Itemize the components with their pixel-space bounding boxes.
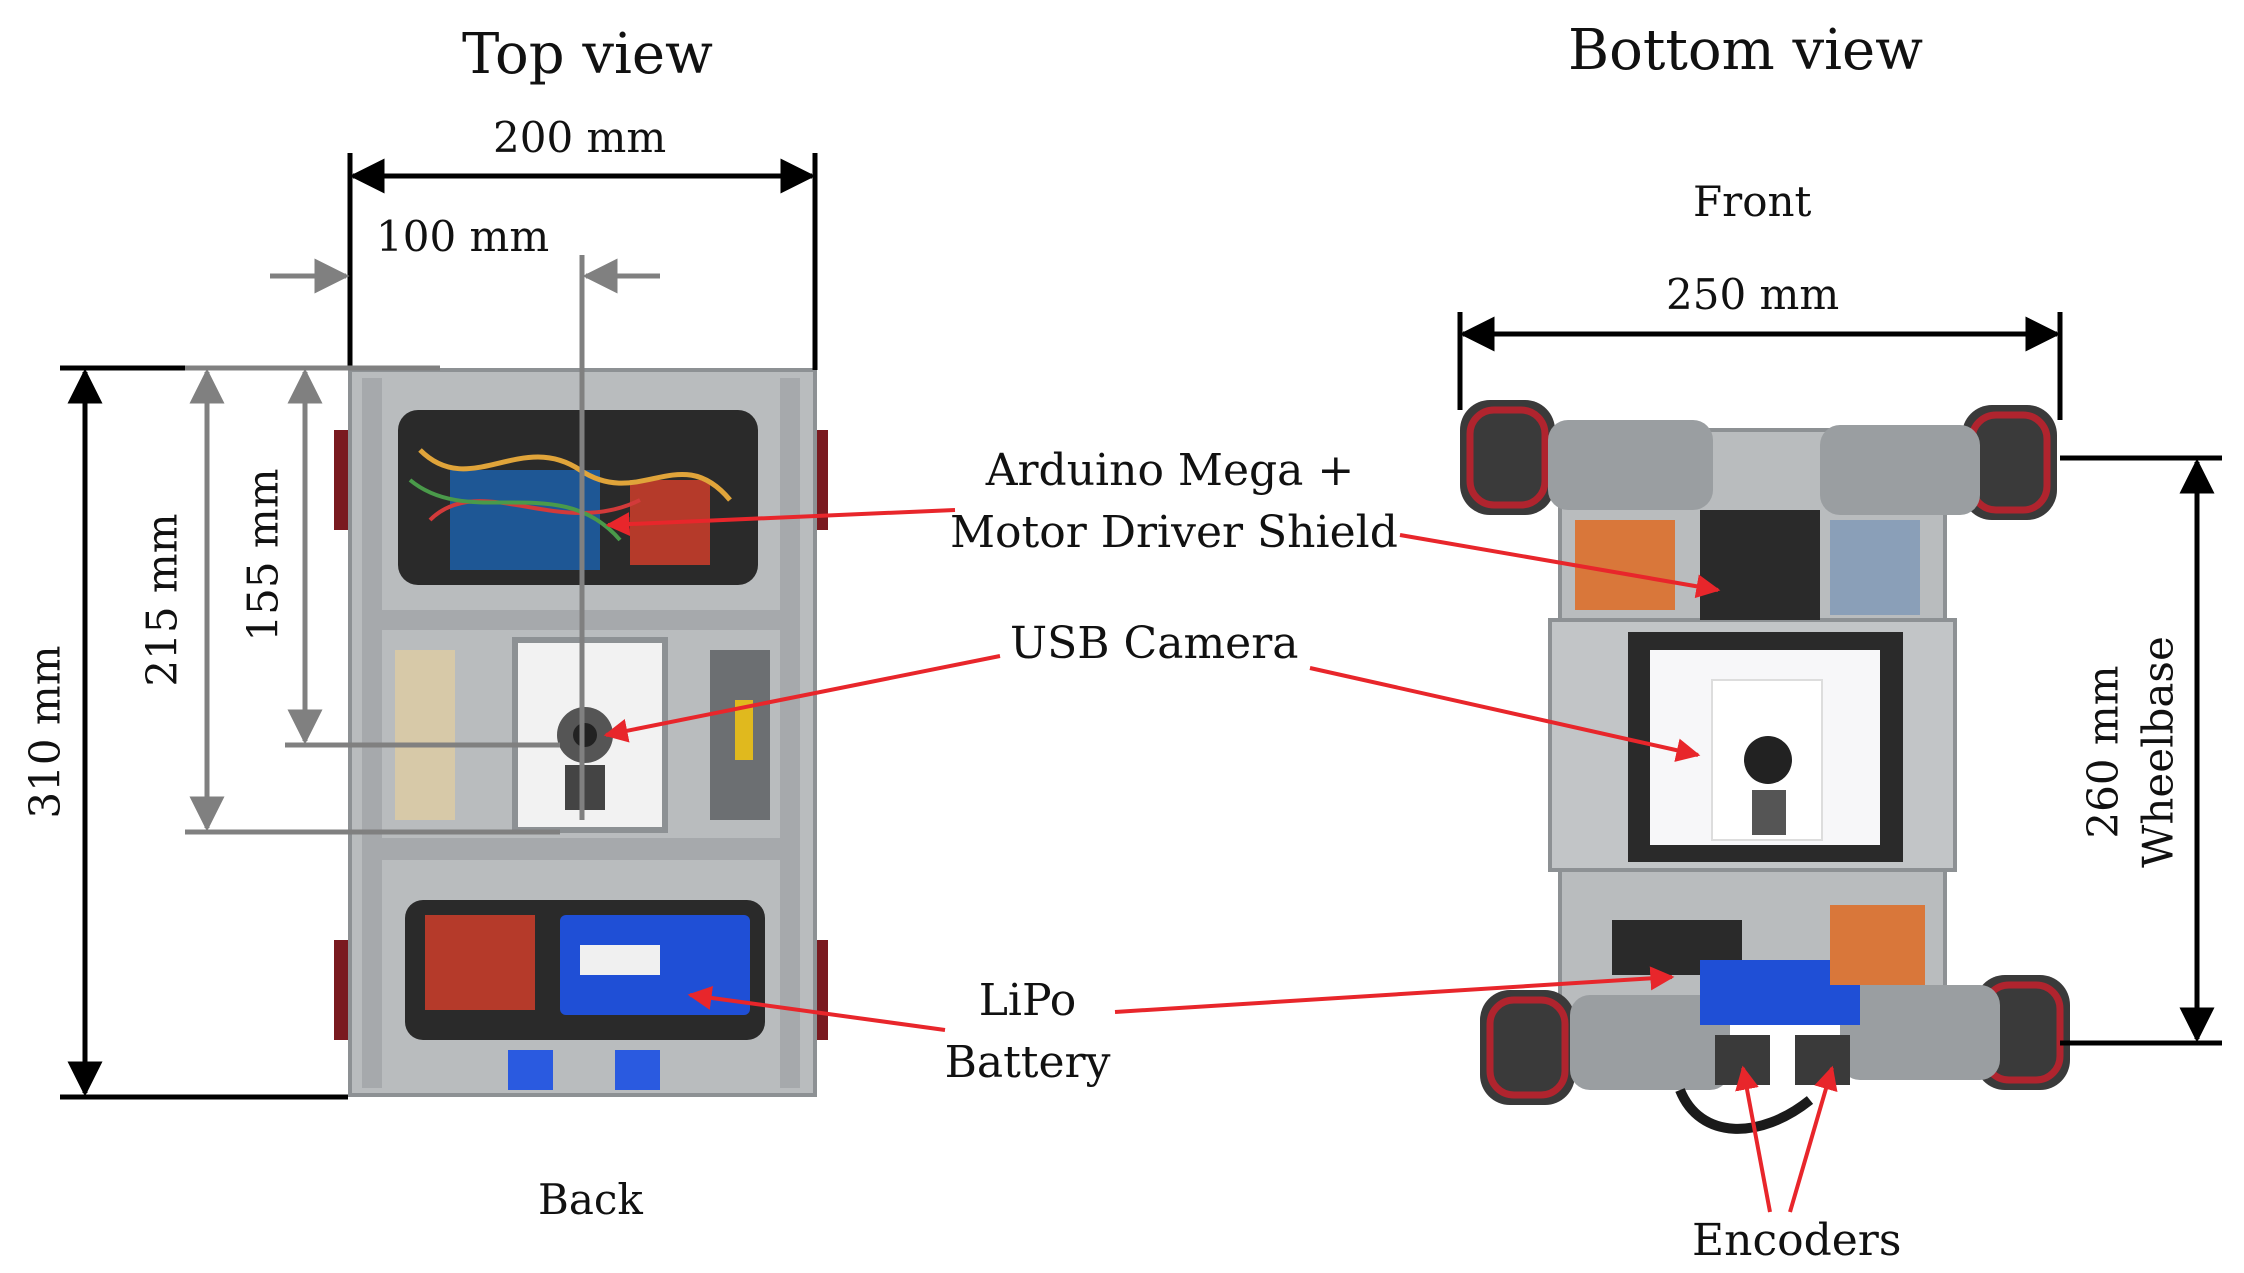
callout-battery-line2: Battery — [944, 1037, 1111, 1088]
dim-wheelbase-label: Wheelbase — [2133, 636, 2183, 868]
top-wheel-bl — [334, 940, 350, 1040]
arrow-battery-bottom — [1114, 966, 1675, 1014]
dim-215-label: 215 mm — [137, 513, 187, 687]
top-arduino-board — [450, 470, 600, 570]
callout-battery-line1: LiPo — [978, 975, 1077, 1026]
top-wheel-fl — [334, 430, 350, 530]
arrow-camera-bottom — [1309, 666, 1701, 762]
bottom-view-robot — [1460, 400, 2070, 1134]
callout-camera: USB Camera — [1010, 618, 1299, 669]
callout-arduino: Arduino Mega + Motor Driver Shield — [950, 440, 1398, 564]
bottom-motor-br — [1840, 985, 2000, 1080]
arrow-arduino-top — [605, 508, 956, 537]
bottom-encoder-left — [1715, 1035, 1770, 1085]
bottom-motor-fr — [1820, 425, 1980, 515]
bottom-wheel-fl — [1460, 400, 1555, 515]
bottom-encoder-right — [1795, 1035, 1850, 1085]
callout-arduino-line1: Arduino Mega + — [985, 445, 1355, 496]
dim-250-label: 250 mm — [1666, 270, 1840, 319]
label-back: Back — [538, 1175, 643, 1224]
dimension-lines-bottom — [1457, 312, 2222, 1046]
dim-310-label: 310 mm — [20, 645, 70, 819]
dim-260-label: 260 mm — [2078, 665, 2128, 839]
arrow-encoder-right — [1788, 1065, 1838, 1213]
bottom-motor-bl — [1570, 995, 1730, 1090]
dimension-lines-top — [60, 153, 818, 1100]
callout-arrows — [603, 508, 1838, 1213]
bottom-wheel-bl — [1480, 990, 1575, 1105]
arrow-battery-top — [687, 986, 946, 1032]
top-driver-board — [425, 915, 535, 1010]
bottom-motor-fl — [1548, 420, 1713, 510]
title-top-view: Top view — [462, 22, 713, 87]
dim-100-label: 100 mm — [376, 212, 550, 261]
arrow-encoder-left — [1735, 1065, 1772, 1213]
arrow-camera-top — [603, 654, 1001, 743]
label-front: Front — [1693, 177, 1812, 226]
callout-arduino-line2: Motor Driver Shield — [950, 507, 1398, 558]
dim-200-label: 200 mm — [493, 113, 667, 162]
bottom-camera-body — [1744, 736, 1792, 784]
callout-battery: LiPo Battery — [940, 970, 1115, 1094]
bottom-arduino-board — [1700, 510, 1820, 620]
dim-155-label: 155 mm — [238, 468, 288, 642]
arrow-arduino-bottom — [1399, 533, 1721, 599]
title-bottom-view: Bottom view — [1568, 18, 1924, 83]
callout-encoders: Encoders — [1692, 1215, 1902, 1266]
